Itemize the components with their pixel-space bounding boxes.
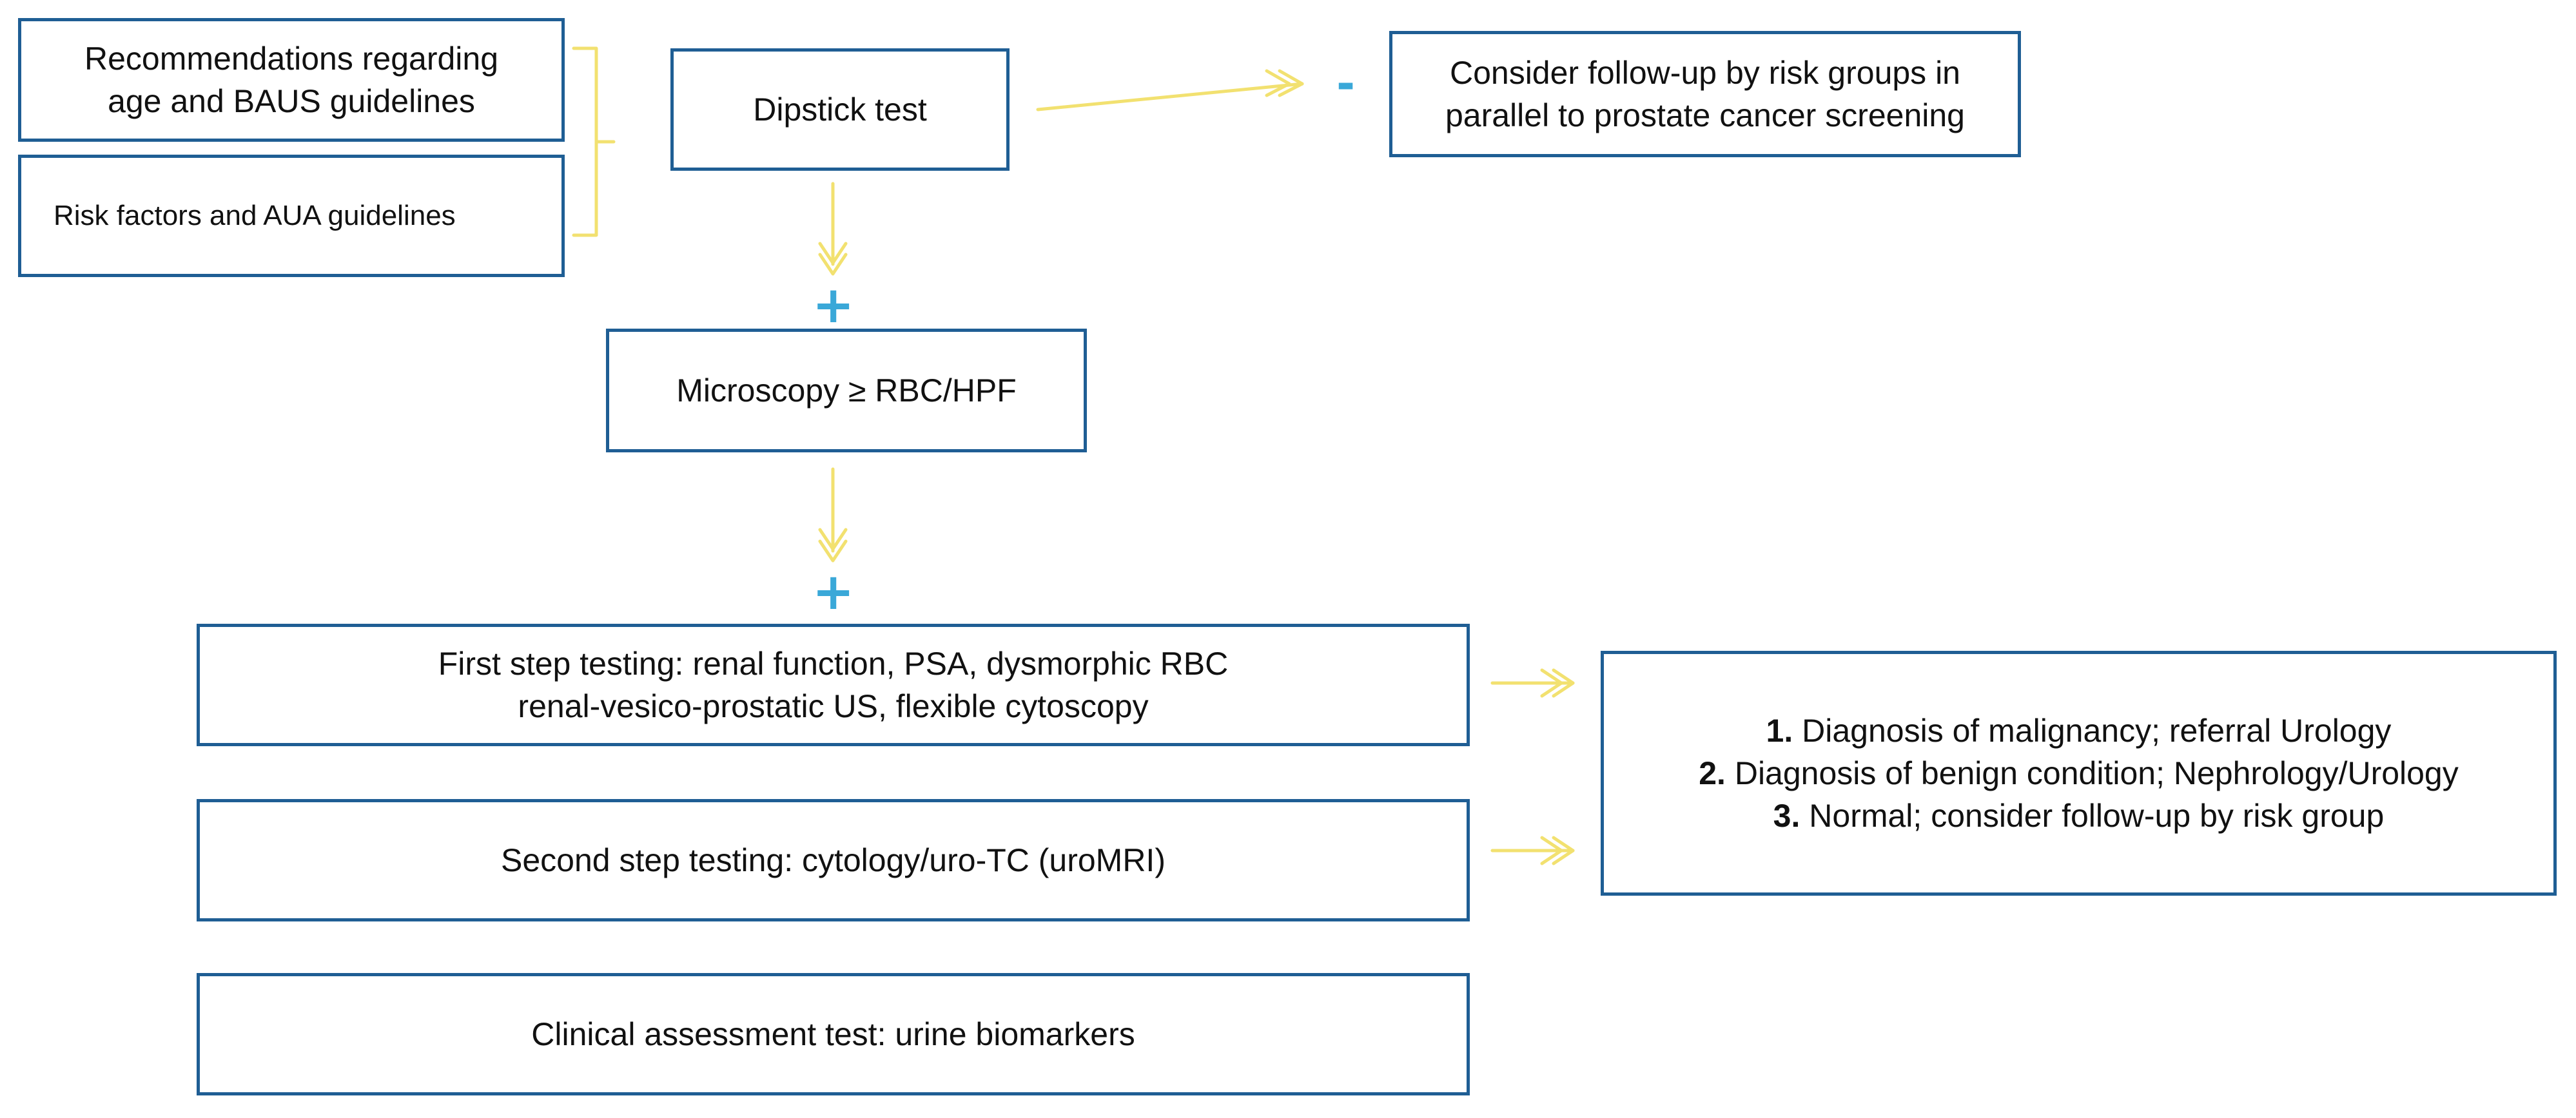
outcome-text: Diagnosis of benign condition; Nephrolog…	[1734, 755, 2459, 791]
outcomes-box: 1. Diagnosis of malignancy; referral Uro…	[1601, 651, 2557, 896]
followup-box: Consider follow-up by risk groups in par…	[1389, 31, 2021, 157]
dipstick-test-label: Dipstick test	[753, 92, 927, 128]
outcome-number: 2.	[1699, 755, 1726, 791]
outcome-number: 1.	[1766, 713, 1793, 749]
guidelines-baus-box: Recommendations regarding age and BAUS g…	[18, 18, 565, 142]
arrow-dipstick-to-followup	[1036, 82, 1304, 111]
microscopy-box: Microscopy ≥ RBC/HPF	[606, 329, 1087, 452]
followup-line-2: parallel to prostate cancer screening	[1445, 97, 1965, 133]
positive-result-sign-2: +	[812, 563, 855, 621]
negative-result-sign: -	[1336, 57, 1356, 110]
outcome-item: 3. Normal; consider follow-up by risk gr…	[1699, 795, 2459, 837]
clinical-assessment-box: Clinical assessment test: urine biomarke…	[197, 973, 1470, 1095]
microscopy-label: Microscopy ≥ RBC/HPF	[676, 372, 1017, 409]
dipstick-test-box: Dipstick test	[670, 48, 1010, 171]
guidelines-baus-line-2: age and BAUS guidelines	[108, 83, 475, 119]
first-step-line-2: renal-vesico-prostatic US, flexible cyto…	[518, 688, 1149, 724]
outcome-text: Diagnosis of malignancy; referral Urolog…	[1802, 713, 2392, 749]
first-step-line-1: First step testing: renal function, PSA,…	[438, 646, 1229, 682]
guidelines-aua-label: Risk factors and AUA guidelines	[54, 200, 456, 232]
positive-result-sign-1: +	[812, 276, 855, 334]
second-step-label: Second step testing: cytology/uro-TC (ur…	[501, 842, 1166, 878]
outcome-text: Normal; consider follow-up by risk group	[1809, 798, 2385, 834]
guidelines-aua-box: Risk factors and AUA guidelines	[18, 155, 565, 277]
first-step-box: First step testing: renal function, PSA,…	[197, 624, 1470, 746]
followup-line-1: Consider follow-up by risk groups in	[1449, 55, 1960, 91]
outcome-item: 1. Diagnosis of malignancy; referral Uro…	[1699, 709, 2459, 752]
second-step-box: Second step testing: cytology/uro-TC (ur…	[197, 799, 1470, 921]
clinical-assessment-label: Clinical assessment test: urine biomarke…	[531, 1016, 1135, 1052]
outcome-item: 2. Diagnosis of benign condition; Nephro…	[1699, 752, 2459, 795]
guidelines-baus-line-1: Recommendations regarding	[84, 41, 499, 77]
guidelines-bracket	[572, 46, 616, 237]
outcome-number: 3.	[1773, 798, 1800, 834]
